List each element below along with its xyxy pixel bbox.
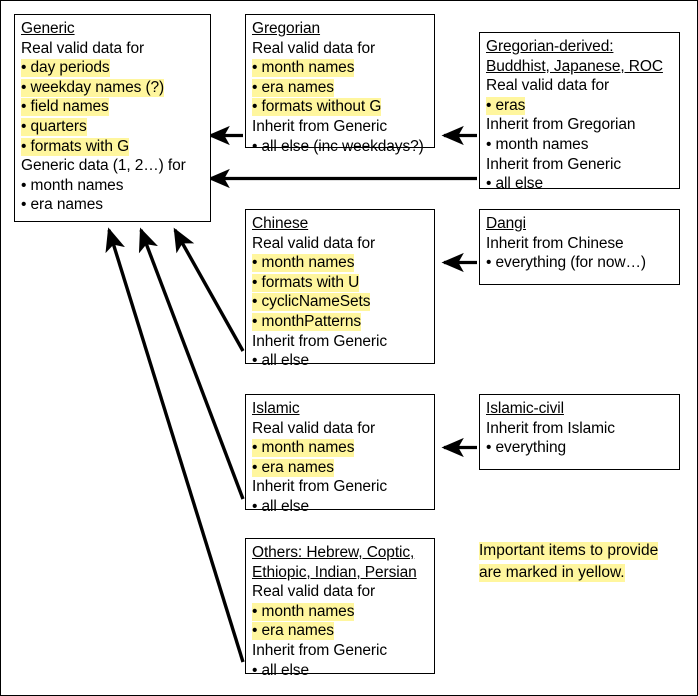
node-chinese-item-month-patterns: • monthPatterns	[252, 312, 362, 331]
node-generic-item-weekday-names: • weekday names (?)	[21, 78, 165, 97]
node-chinese-title: Chinese	[252, 215, 309, 232]
node-gregorian-line-5: Inherit from Generic	[252, 117, 387, 135]
node-others-line-2: Real valid data for	[252, 583, 376, 601]
node-generic-item-formats-with-g: • formats with G	[21, 137, 130, 156]
node-generic[interactable]: Generic Real valid data for • day period…	[14, 14, 211, 222]
node-islamic-civil-line-1: Inherit from Islamic	[486, 419, 615, 437]
legend-note-line-2: are marked in yellow.	[479, 564, 625, 582]
node-others-item-era-names: • era names	[252, 622, 334, 641]
node-generic-title: Generic	[21, 20, 75, 37]
node-generic-item-era-names: • era names	[21, 196, 103, 214]
node-gregorian[interactable]: Gregorian Real valid data for • month na…	[245, 14, 435, 155]
node-islamic-line-4: Inherit from Generic	[252, 478, 387, 496]
node-generic-item-field-names: • field names	[21, 98, 109, 117]
node-others-item-all-else: • all else	[252, 661, 309, 679]
node-gregorian-derived-title-line-1: Gregorian-derived:	[486, 38, 614, 55]
node-islamic-item-all-else: • all else	[252, 497, 309, 515]
node-gregorian-derived-item-eras: • eras	[486, 96, 526, 115]
node-gregorian-derived-title-line-2: Buddhist, Japanese, ROC	[486, 57, 663, 75]
node-dangi-line-1: Inherit from Chinese	[486, 234, 624, 252]
node-gregorian-derived-line-2: Real valid data for	[486, 77, 610, 95]
node-gregorian-item-era-names: • era names	[252, 78, 334, 97]
node-gregorian-derived-line-6: Inherit from Generic	[486, 155, 621, 173]
node-generic-item-quarters: • quarters	[21, 117, 87, 136]
legend-note: Important items to provide are marked in…	[479, 540, 684, 584]
node-chinese[interactable]: Chinese Real valid data for • month name…	[245, 209, 435, 369]
node-chinese-item-all-else: • all else	[252, 352, 309, 370]
node-dangi[interactable]: Dangi Inherit from Chinese • everything …	[479, 209, 680, 285]
node-islamic-civil-title: Islamic-civil	[486, 400, 564, 417]
node-generic-line-7: Generic data (1, 2…) for	[21, 157, 186, 175]
node-gregorian-line-1: Real valid data for	[252, 39, 376, 57]
node-chinese-item-month-names: • month names	[252, 254, 355, 273]
legend-note-line-1: Important items to provide	[479, 542, 659, 560]
node-gregorian-derived-line-4: Inherit from Gregorian	[486, 116, 636, 134]
node-generic-line-1: Real valid data for	[21, 39, 145, 57]
node-gregorian-derived-item-all-else: • all else	[486, 175, 543, 193]
node-chinese-item-formats-with-u: • formats with U	[252, 273, 360, 292]
node-gregorian-item-month-names: • month names	[252, 59, 355, 78]
edge-others-to-generic	[105, 227, 245, 663]
node-others[interactable]: Others: Hebrew, Coptic, Ethiopic, Indian…	[245, 538, 435, 679]
node-gregorian-item-all-else: • all else (inc weekdays?)	[252, 137, 424, 155]
node-gregorian-derived[interactable]: Gregorian-derived: Buddhist, Japanese, R…	[479, 32, 680, 192]
node-islamic-item-era-names: • era names	[252, 458, 334, 477]
node-chinese-line-6: Inherit from Generic	[252, 332, 387, 350]
node-others-line-5: Inherit from Generic	[252, 641, 387, 659]
edge-islamic-to-generic	[138, 227, 245, 500]
edge-chinese-to-generic	[173, 227, 245, 352]
node-others-title-line-2: Ethiopic, Indian, Persian	[252, 563, 417, 581]
node-islamic-item-month-names: • month names	[252, 439, 355, 458]
node-islamic-title: Islamic	[252, 400, 300, 417]
node-others-item-month-names: • month names	[252, 602, 355, 621]
node-gregorian-item-formats-without-g: • formats without G	[252, 98, 382, 117]
node-generic-item-day-periods: • day periods	[21, 59, 110, 78]
node-gregorian-title: Gregorian	[252, 20, 321, 37]
node-islamic-civil-item-everything: • everything	[486, 439, 567, 457]
node-dangi-item-everything: • everything (for now…)	[486, 254, 646, 272]
node-chinese-line-1: Real valid data for	[252, 234, 376, 252]
node-generic-item-month-names: • month names	[21, 176, 124, 194]
node-dangi-title: Dangi	[486, 215, 526, 232]
node-others-title-line-1: Others: Hebrew, Coptic,	[252, 544, 415, 561]
node-gregorian-derived-item-month-names: • month names	[486, 135, 589, 153]
node-chinese-item-cyclic-name-sets: • cyclicNameSets	[252, 293, 371, 312]
node-islamic-civil[interactable]: Islamic-civil Inherit from Islamic • eve…	[479, 394, 680, 470]
node-islamic[interactable]: Islamic Real valid data for • month name…	[245, 394, 435, 515]
node-islamic-line-1: Real valid data for	[252, 419, 376, 437]
